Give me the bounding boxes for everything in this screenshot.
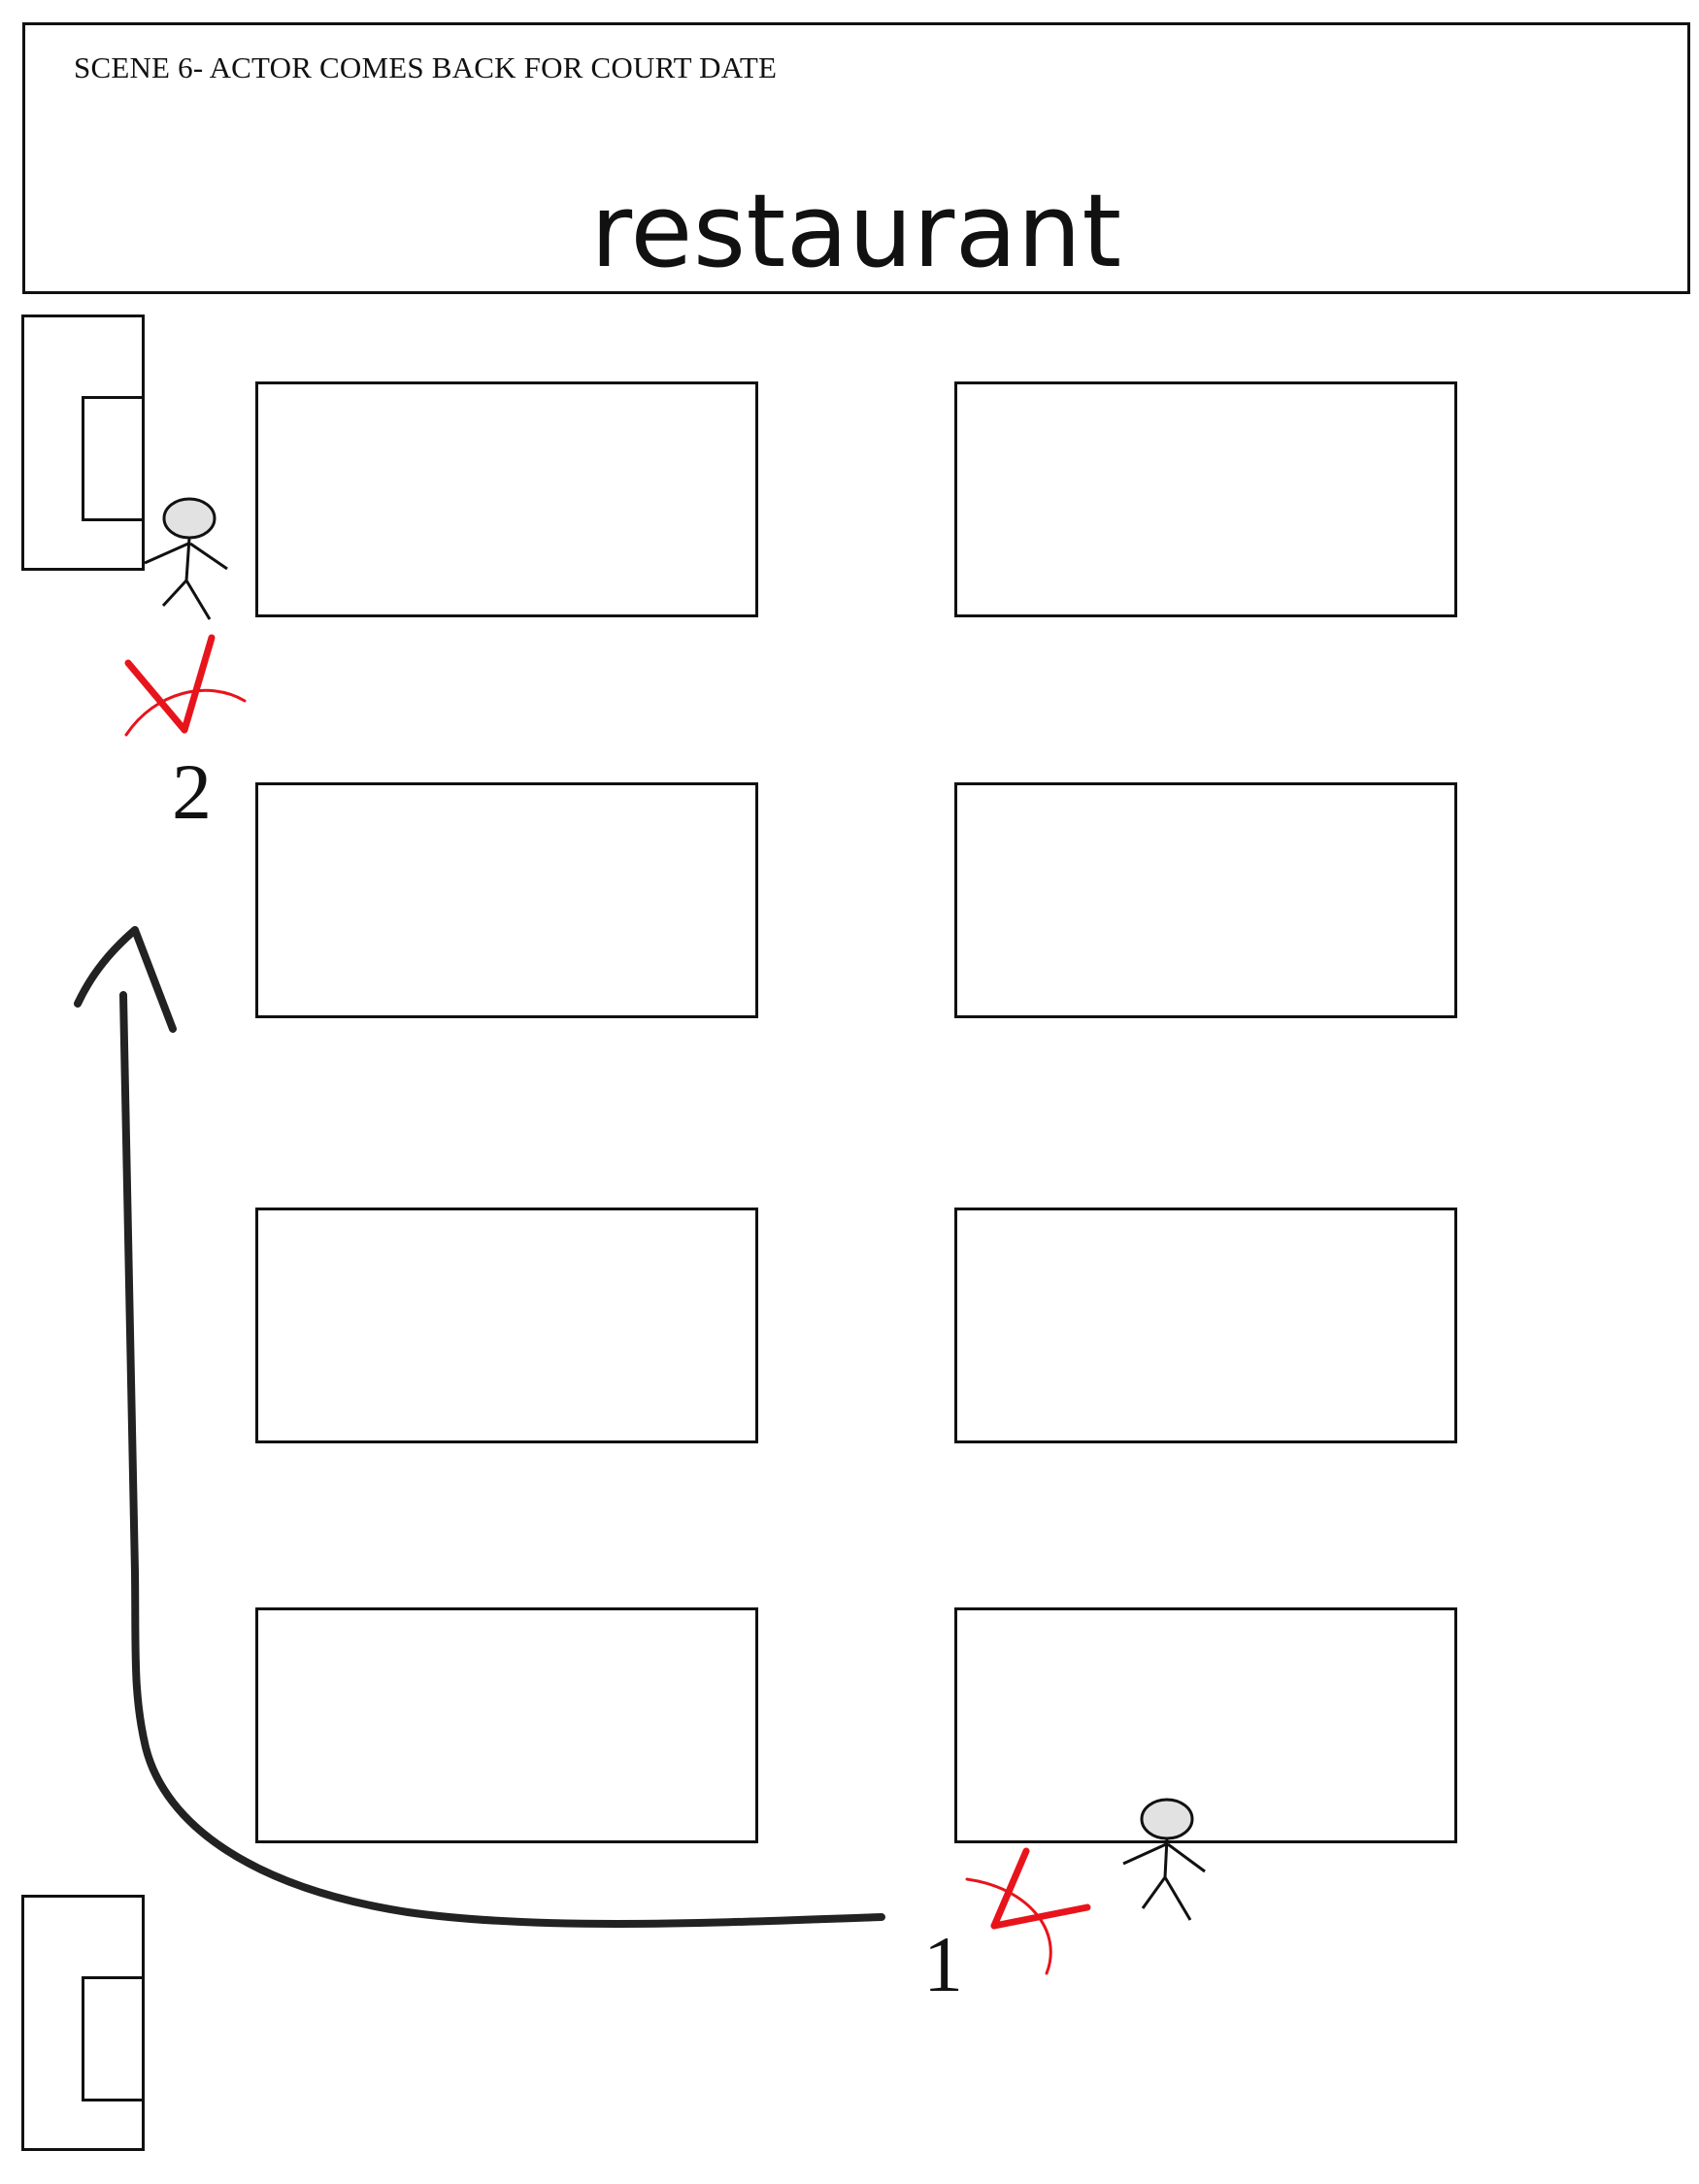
booth-top-seat bbox=[82, 396, 145, 521]
scene-header: SCENE 6- ACTOR COMES BACK FOR COURT DATE… bbox=[22, 22, 1690, 294]
location-label: restaurant bbox=[590, 172, 1122, 290]
booth-bottom bbox=[21, 1895, 145, 2151]
spike-mark-1 bbox=[965, 1847, 1091, 1975]
table-left-row-2 bbox=[255, 782, 758, 1018]
spike-mark-2 bbox=[124, 634, 247, 737]
scene-title: SCENE 6- ACTOR COMES BACK FOR COURT DATE bbox=[74, 50, 778, 84]
mark-number-2: 2 bbox=[172, 747, 212, 836]
booth-top bbox=[21, 314, 145, 571]
arrow-head-icon bbox=[74, 926, 177, 1033]
table-left-row-3 bbox=[255, 1208, 758, 1443]
booth-bottom-seat bbox=[82, 1976, 145, 2101]
movement-path bbox=[119, 991, 885, 1928]
actor-figure-1 bbox=[1122, 1798, 1206, 1921]
table-right-row-2 bbox=[954, 782, 1457, 1018]
table-right-row-3 bbox=[954, 1208, 1457, 1443]
mark-number-1: 1 bbox=[923, 1920, 963, 2008]
table-right-row-4 bbox=[954, 1607, 1457, 1843]
table-left-row-1 bbox=[255, 381, 758, 617]
table-left-row-4 bbox=[255, 1607, 758, 1843]
actor-figure-2 bbox=[144, 497, 228, 620]
table-right-row-1 bbox=[954, 381, 1457, 617]
